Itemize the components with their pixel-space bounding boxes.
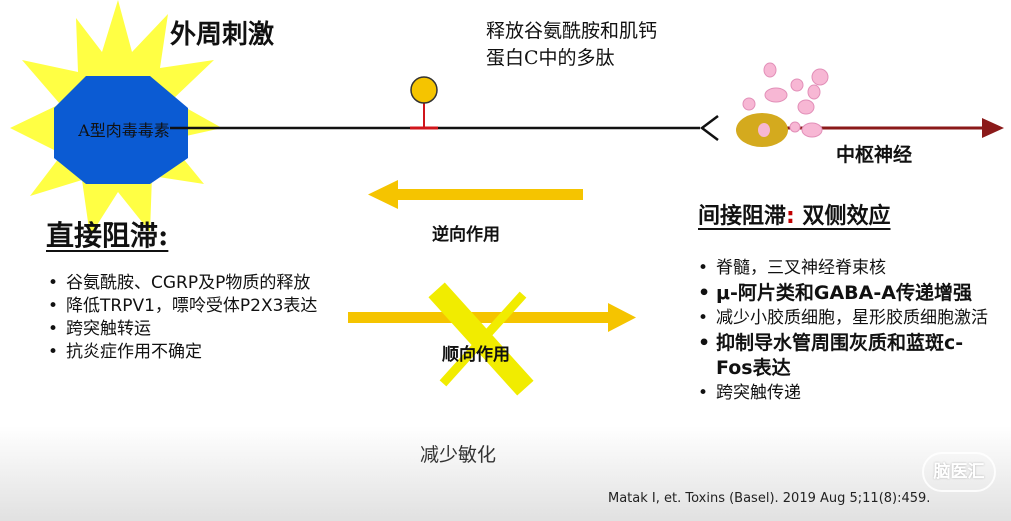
- list-item: 谷氨酰胺、CGRP及P物质的释放: [46, 272, 346, 295]
- list-item: 跨突触传递: [696, 381, 996, 406]
- indirect-title-main: 间接阻滞: [698, 204, 787, 229]
- toxin-label: A型肉毒毒素: [78, 121, 170, 140]
- synapse-chevron: [699, 115, 719, 141]
- retrograde-label: 逆向作用: [432, 225, 500, 245]
- cns-label: 中枢神经: [836, 144, 913, 166]
- vesicle: [811, 68, 829, 86]
- vesicle: [797, 99, 815, 115]
- vesicle-cluster: [742, 62, 829, 138]
- toxin-octagon: [54, 76, 188, 184]
- neuron-nucleus: [758, 123, 770, 137]
- vesicle: [790, 78, 804, 92]
- release-peptides-text: 释放谷氨酰胺和肌钙 蛋白C中的多肽: [486, 18, 716, 72]
- external-stimulus-title: 外周刺激: [170, 20, 275, 50]
- vesicle: [789, 121, 801, 133]
- release-line-2: 蛋白C中的多肽: [486, 47, 615, 69]
- vesicle: [763, 62, 777, 78]
- list-item: 降低TRPV1，嘌呤受体P2X3表达: [46, 295, 346, 318]
- direct-block-list: 谷氨酰胺、CGRP及P物质的释放 降低TRPV1，嘌呤受体P2X3表达 跨突触转…: [46, 272, 346, 364]
- bottom-gradient-band: [0, 426, 1011, 521]
- indirect-title-suffix: 双侧效应: [802, 204, 891, 229]
- receptor-head: [410, 76, 438, 104]
- indirect-block-list: 脊髓，三叉神经脊束核 μ-阿片类和GABA-A传递增强 减少小胶质细胞，星形胶质…: [696, 256, 996, 406]
- cns-arrow-head: [982, 118, 1004, 138]
- vesicle: [807, 84, 821, 100]
- list-item: μ-阿片类和GABA-A传递增强: [696, 281, 996, 306]
- release-line-1: 释放谷氨酰胺和肌钙: [486, 20, 658, 42]
- list-item: 减少小胶质细胞，星形胶质细胞激活: [696, 306, 996, 331]
- list-item: 跨突触转运: [46, 318, 346, 341]
- list-item: 抗炎症作用不确定: [46, 341, 346, 364]
- citation-text: Matak I, et. Toxins (Basel). 2019 Aug 5;…: [608, 491, 931, 506]
- yellow-x-icon: [428, 282, 534, 396]
- list-item: 脊髓，三叉神经脊束核: [696, 256, 996, 281]
- retrograde-arrow-shaft: [398, 189, 583, 200]
- direct-block-title: 直接阻滞:: [46, 219, 169, 252]
- vesicle: [742, 97, 756, 111]
- retrograde-arrow-head: [368, 180, 398, 209]
- vesicle: [764, 87, 788, 103]
- indirect-block-title: 间接阻滞: 双侧效应: [698, 198, 891, 230]
- reduce-sensitization-text: 减少敏化: [420, 444, 497, 466]
- anterograde-label: 顺向作用: [442, 345, 510, 365]
- anterograde-arrow-shaft: [348, 312, 610, 323]
- title-colon: :: [786, 204, 803, 229]
- watermark-logo: 脑医汇: [922, 452, 996, 492]
- anterograde-arrow-head: [608, 303, 636, 332]
- list-item: 抑制导水管周围灰质和蓝斑c-Fos表达: [696, 331, 996, 381]
- vesicle: [801, 122, 823, 138]
